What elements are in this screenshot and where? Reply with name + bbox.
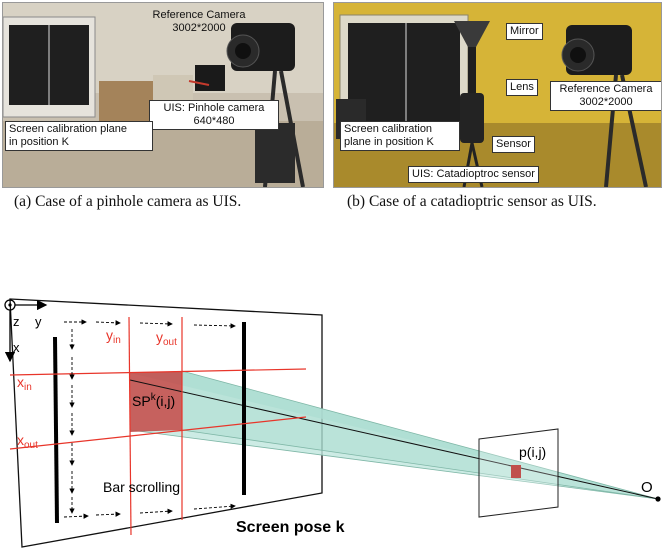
photo-catadioptric-setup: Mirror Lens Reference Camera 3002*2000 S… bbox=[333, 2, 662, 188]
photo-pinhole-setup: Reference Camera 3002*2000 UIS: Pinhole … bbox=[2, 2, 324, 188]
uis-catadioptric-text: UIS: Catadioptroc sensor bbox=[412, 168, 535, 180]
uis-pinhole-resolution: 640*480 bbox=[193, 115, 235, 127]
x-in-line bbox=[9, 368, 307, 376]
lens-label: Lens bbox=[506, 79, 538, 96]
y-out-label: yout bbox=[156, 329, 177, 348]
y-in-label: yin bbox=[106, 327, 121, 346]
reference-camera-resolution-b: 3002*2000 bbox=[579, 96, 633, 108]
scroll-arrows-top bbox=[64, 319, 236, 329]
main-ray bbox=[129, 379, 659, 500]
cone-edge-bottom bbox=[181, 429, 659, 500]
screen-plane-line1: Screen calibration plane bbox=[9, 123, 128, 135]
sp-square bbox=[130, 371, 182, 432]
x-out-line bbox=[9, 416, 307, 450]
screen-plane-b-line2: plane in position K bbox=[344, 136, 434, 148]
uis-pinhole-label: UIS: Pinhole camera 640*480 bbox=[149, 100, 279, 130]
screen-pose-label: Screen pose k bbox=[236, 519, 345, 536]
sensor-text: Sensor bbox=[496, 138, 531, 150]
reference-camera-resolution: 3002*2000 bbox=[172, 22, 226, 34]
origin-o-label: O bbox=[641, 479, 653, 496]
cone-edge-top bbox=[181, 370, 659, 500]
axis-z-label: z bbox=[13, 314, 20, 329]
screen-plane-label-a: Screen calibration plane in position K bbox=[5, 121, 153, 151]
caption-panel-b: (b) Case of a catadioptric sensor as UIS… bbox=[347, 193, 597, 210]
reference-camera-label-b: Reference Camera 3002*2000 bbox=[550, 81, 661, 111]
uis-pinhole-text: UIS: Pinhole camera bbox=[163, 102, 265, 114]
screen-plane-label-b: Screen calibration plane in position K bbox=[340, 121, 460, 151]
reference-camera-label: Reference Camera 3002*2000 bbox=[139, 9, 259, 35]
axis-x-label: x bbox=[13, 340, 20, 355]
reference-camera-text-b: Reference Camera bbox=[559, 83, 653, 95]
optical-center-icon bbox=[655, 496, 661, 502]
reference-camera-text: Reference Camera bbox=[152, 9, 246, 21]
lens-text: Lens bbox=[510, 81, 534, 93]
x-in-label: xin bbox=[17, 374, 32, 393]
x-out-label: xout bbox=[17, 432, 38, 451]
uis-catadioptric-label: UIS: Catadioptroc sensor bbox=[408, 166, 539, 183]
sensor-label: Sensor bbox=[492, 136, 535, 153]
bar-scrolling-label: Bar scrolling bbox=[103, 479, 180, 495]
bar-left bbox=[53, 336, 59, 524]
screen-pose-diagram: z y x yin yout xin xout SPk(i,j) Bar scr… bbox=[4, 298, 661, 548]
mirror-label: Mirror bbox=[506, 23, 543, 40]
y-in-line bbox=[128, 316, 132, 536]
caption-panel-a: (a) Case of a pinhole camera as UIS. bbox=[14, 193, 242, 210]
mirror-text: Mirror bbox=[510, 25, 539, 37]
sp-label: SPk(i,j) bbox=[132, 392, 175, 409]
screen-plane-b-line1: Screen calibration bbox=[344, 123, 433, 135]
screen-plane-line2: in position K bbox=[9, 136, 69, 148]
cone-edge-left-bottom bbox=[129, 429, 659, 500]
pixel-label: p(i,j) bbox=[519, 444, 546, 460]
scroll-arrows-bottom bbox=[63, 503, 236, 519]
axis-y-label: y bbox=[35, 314, 42, 329]
pixel-square bbox=[511, 465, 521, 478]
